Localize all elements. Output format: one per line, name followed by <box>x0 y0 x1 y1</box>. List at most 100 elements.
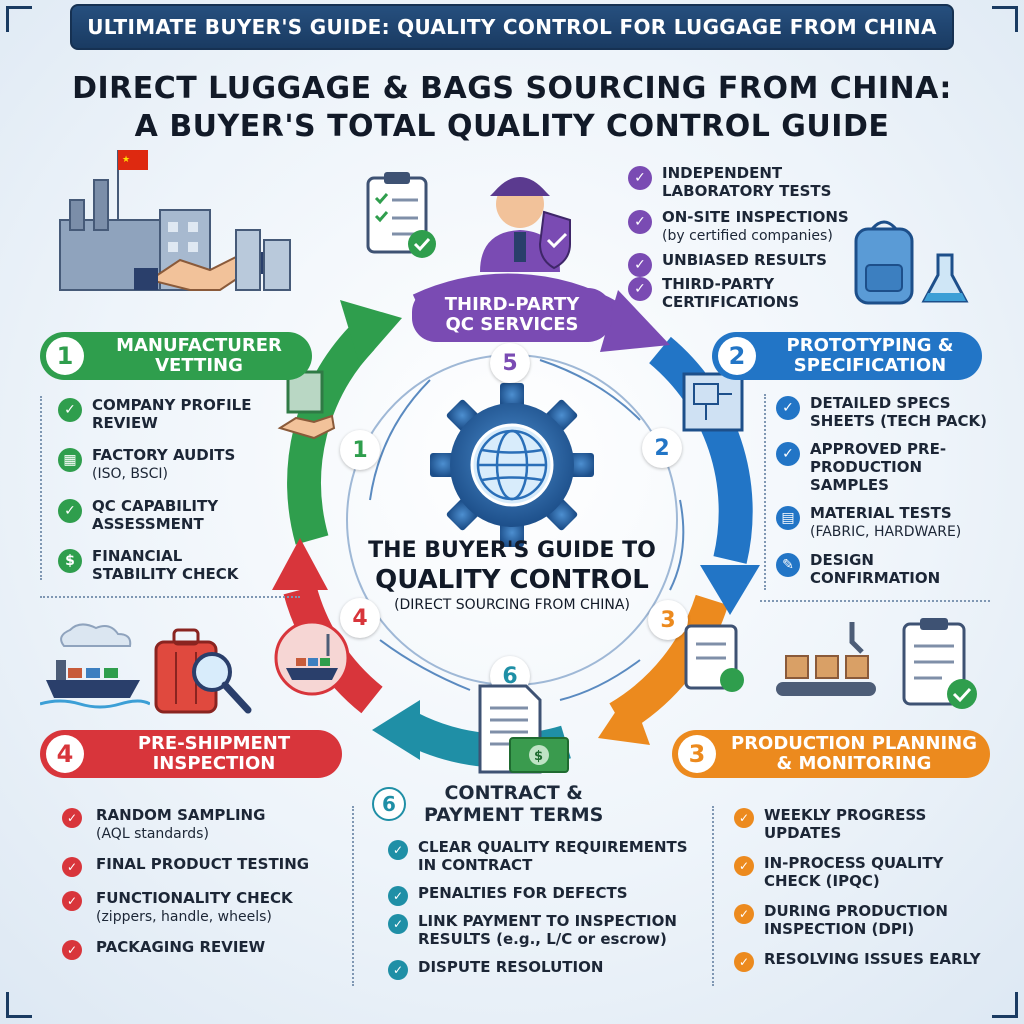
section-3-title-1: PRODUCTION PLANNING <box>731 733 977 754</box>
section-1-title-2: VETTING <box>155 355 243 376</box>
list-item: ▤MATERIAL TESTS(FABRIC, HARDWARE) <box>776 504 994 541</box>
top-banner: ULTIMATE BUYER'S GUIDE: QUALITY CONTROL … <box>70 4 954 50</box>
list-item: ✓THIRD-PARTY CERTIFICATIONS <box>628 275 858 311</box>
divider <box>760 600 990 602</box>
pencil-icon: ✎ <box>776 553 800 577</box>
lab-scene <box>854 220 969 305</box>
arc-blue <box>648 336 753 564</box>
check-icon: ✓ <box>388 914 408 934</box>
china-flag-icon: ★ <box>117 150 148 220</box>
list-item: ✎DESIGN CONFIRMATION <box>776 551 994 587</box>
check-icon: ✓ <box>776 396 800 420</box>
divider <box>40 596 300 598</box>
money-icon: $ <box>509 737 569 773</box>
list-item: ▦FACTORY AUDITS(ISO, BSCI) <box>58 446 258 483</box>
check-icon: ✓ <box>734 856 754 876</box>
checklist-icon <box>366 172 436 258</box>
section-4-number: 4 <box>46 735 84 773</box>
svg-text:$: $ <box>534 749 543 764</box>
check-icon: ✓ <box>734 952 754 972</box>
section-1-title-1: MANUFACTURER <box>116 335 282 356</box>
section-6-title-2: PAYMENT TERMS <box>424 804 604 826</box>
arrowhead-blue <box>700 565 760 615</box>
section-6-header: 6 CONTRACT & PAYMENT TERMS <box>372 782 652 826</box>
section-2-title-1: PROTOTYPING & <box>786 335 954 356</box>
title-line-1: DIRECT LUGGAGE & BAGS SOURCING FROM CHIN… <box>72 71 952 106</box>
section-2-number: 2 <box>718 337 756 375</box>
magnifier-icon <box>192 652 252 714</box>
section-5-list: ✓INDEPENDENT LABORATORY TESTS ✓ON-SITE I… <box>628 164 858 325</box>
section-4-title-1: PRE-SHIPMENT <box>137 733 291 754</box>
arrowhead-red <box>272 538 328 590</box>
check-icon: ✓ <box>58 499 82 523</box>
divider <box>40 396 42 580</box>
list-item: ✓COMPANY PROFILE REVIEW <box>58 396 258 432</box>
list-item: ✓QC CAPABILITY ASSESSMENT <box>58 497 258 533</box>
list-item: ✓RANDOM SAMPLING(AQL standards) <box>62 806 332 843</box>
list-item: ✓FINAL PRODUCT TESTING <box>62 855 332 877</box>
section-5-header: THIRD-PARTY QC SERVICES <box>412 288 612 342</box>
factory-icon: ▦ <box>58 448 82 472</box>
divider <box>712 806 714 986</box>
check-icon: ✓ <box>776 442 800 466</box>
list-item: ✓PACKAGING REVIEW <box>62 938 332 960</box>
list-item: ✓LINK PAYMENT TO INSPECTION RESULTS (e.g… <box>388 912 698 948</box>
arrowhead-teal <box>372 700 420 760</box>
list-item: ✓PENALTIES FOR DEFECTS <box>388 884 698 906</box>
cycle-step-5: 5 <box>490 343 530 383</box>
section-2-title-2: SPECIFICATION <box>793 355 947 376</box>
corner-ornament <box>992 992 1018 1018</box>
section-5-title-2: QC SERVICES <box>445 314 579 335</box>
cycle-step-4: 4 <box>340 598 380 638</box>
checklist-icon-2 <box>684 624 744 692</box>
section-4-list: ✓RANDOM SAMPLING(AQL standards) ✓FINAL P… <box>62 806 332 970</box>
check-icon: ✓ <box>62 857 82 877</box>
list-item: $FINANCIAL STABILITY CHECK <box>58 547 258 583</box>
center-line-2: QUALITY CONTROL <box>375 565 649 595</box>
list-item: ✓DETAILED SPECS SHEETS (TECH PACK) <box>776 394 994 430</box>
title-line-2: A BUYER'S TOTAL QUALITY CONTROL GUIDE <box>134 109 890 144</box>
section-4-title-2: INSPECTION <box>152 753 276 774</box>
ship-port-icon <box>274 620 350 696</box>
suitcase-magnifier <box>154 628 252 714</box>
conveyor-icon <box>776 622 876 696</box>
check-icon: ✓ <box>388 840 408 860</box>
cycle-step-2: 2 <box>642 428 682 468</box>
list-item: ✓CLEAR QUALITY REQUIREMENTS IN CONTRACT <box>388 838 698 874</box>
building-handshake-icon <box>277 370 336 440</box>
section-6-title-1: CONTRACT & <box>444 782 583 804</box>
city-buildings <box>235 229 291 291</box>
section-3-list: ✓WEEKLY PROGRESS UPDATES ✓IN-PROCESS QUA… <box>734 806 1004 982</box>
section-4-header: 4 PRE-SHIPMENT INSPECTION <box>40 730 342 778</box>
check-icon: ✓ <box>628 277 652 301</box>
section-1-header: 1 MANUFACTURER VETTING <box>40 332 312 380</box>
list-item: ✓WEEKLY PROGRESS UPDATES <box>734 806 1004 842</box>
corner-ornament <box>992 6 1018 32</box>
ruler-icon: ▤ <box>776 506 800 530</box>
check-icon: ✓ <box>628 253 652 277</box>
section-5-title-1: THIRD-PARTY <box>444 294 580 315</box>
list-item: ✓DURING PRODUCTION INSPECTION (DPI) <box>734 902 1004 938</box>
section-3-title-2: & MONITORING <box>776 753 932 774</box>
check-icon: ✓ <box>62 891 82 911</box>
section-3-number: 3 <box>678 735 716 773</box>
clipboard-icon <box>902 618 977 709</box>
section-6-list: ✓CLEAR QUALITY REQUIREMENTS IN CONTRACT … <box>388 838 698 990</box>
inspector-icon <box>480 177 571 272</box>
factory-scene: ★ <box>59 150 291 291</box>
list-item: ✓UNBIASED RESULTS <box>628 251 858 277</box>
center-line-3: (DIRECT SOURCING FROM CHINA) <box>394 597 630 613</box>
cargo-ship-icon <box>40 623 150 709</box>
corner-ornament <box>6 6 32 32</box>
check-icon: ✓ <box>58 398 82 422</box>
flask-icon <box>921 253 969 303</box>
page-title: DIRECT LUGGAGE & BAGS SOURCING FROM CHIN… <box>20 70 1004 146</box>
center-caption: THE BUYER'S GUIDE TO QUALITY CONTROL (DI… <box>340 538 684 614</box>
check-icon: ✓ <box>62 940 82 960</box>
arrowhead-purple <box>600 290 670 352</box>
divider <box>764 394 766 590</box>
blueprint-icon <box>682 372 744 432</box>
section-6-number: 6 <box>372 787 406 821</box>
inner-arrows <box>369 359 685 701</box>
list-item: ✓INDEPENDENT LABORATORY TESTS <box>628 164 858 200</box>
